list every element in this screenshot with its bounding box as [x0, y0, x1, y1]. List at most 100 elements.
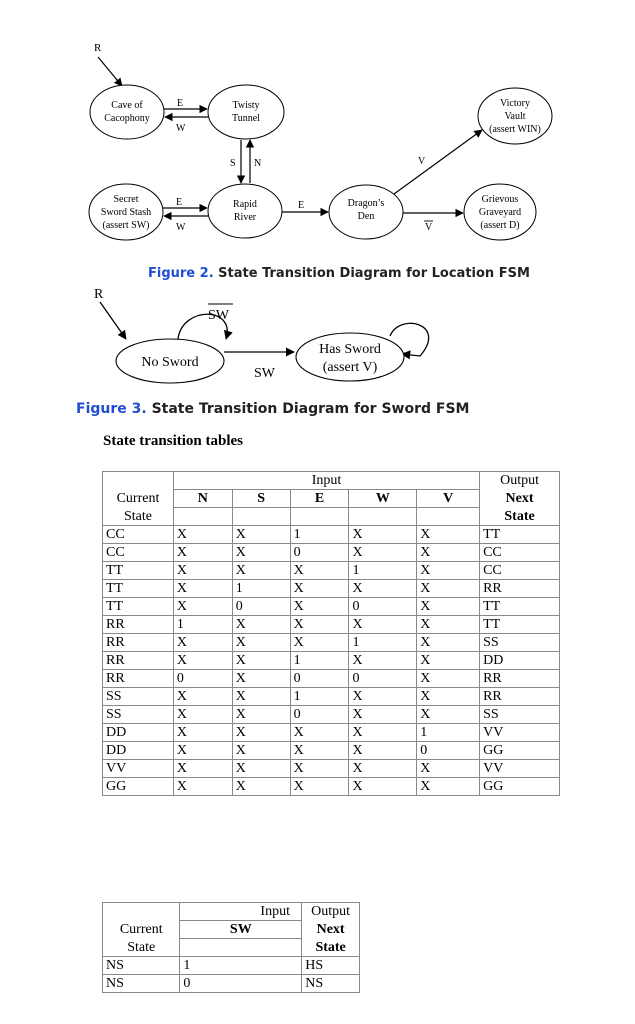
table-cell: X [231, 615, 291, 634]
table-header-row: State State [102, 507, 560, 526]
state-dragons-den: Dragon’s Den [328, 184, 404, 240]
edge-label-ss-rr: E [176, 197, 182, 208]
svg-text:Has Sword: Has Sword [319, 342, 381, 357]
edge-label-rr-ss: W [176, 222, 186, 233]
figure-3-title: State Transition Diagram for Sword FSM [151, 401, 470, 417]
table-cell: X [231, 759, 291, 778]
column-header-sw: SW [179, 920, 303, 939]
table-cell: X [289, 561, 350, 580]
table-header-row: Current N S E W V Next [102, 489, 560, 508]
sword-state-table: Input Output Current SW Next State State… [101, 902, 360, 993]
table-cell: X [416, 777, 481, 796]
reset-label: R [94, 42, 102, 54]
svg-text:Twisty: Twisty [232, 100, 259, 111]
figure-2-caption: Figure 2. State Transition Diagram for L… [148, 266, 530, 281]
table-cell: NS [101, 956, 181, 975]
table-cell: X [172, 633, 233, 652]
table-header-row: Input Output [101, 902, 360, 921]
table-cell: DD [479, 651, 560, 670]
sword-fsm-diagram: R SW No Sword SW Has Sword (assert V) [94, 287, 430, 384]
next-state-header: State [479, 507, 560, 526]
table-cell: 1 [289, 651, 350, 670]
table-cell: VV [479, 723, 560, 742]
table-cell: 0 [172, 669, 233, 688]
table-cell: X [172, 579, 233, 598]
table-cell: CC [479, 561, 560, 580]
table-cell: RR [102, 633, 174, 652]
table-cell: X [289, 633, 350, 652]
table-cell: RR [102, 669, 174, 688]
edge-label-dd-gg: V [425, 222, 433, 233]
edge-label-rr-tt: N [254, 158, 261, 169]
column-header-n: N [172, 489, 233, 508]
table-cell: X [289, 741, 350, 760]
next-state-header: State [301, 938, 360, 957]
next-state-header: Next [479, 489, 560, 508]
table-cell: X [172, 777, 233, 796]
svg-text:Grievous: Grievous [482, 194, 519, 205]
table-cell: 0 [289, 669, 350, 688]
svg-text:Victory: Victory [500, 98, 530, 109]
table-cell: X [231, 687, 291, 706]
table-header-row: Current SW Next [101, 920, 360, 939]
table-cell: 1 [289, 687, 350, 706]
edge-label-tt-rr: S [230, 158, 236, 169]
table-cell: RR [479, 579, 560, 598]
table-cell: SS [102, 705, 174, 724]
table-cell: TT [479, 525, 560, 544]
svg-text:Cacophony: Cacophony [104, 113, 150, 124]
table-cell: X [416, 543, 481, 562]
table-cell: 0 [348, 669, 418, 688]
column-header-e: E [289, 489, 350, 508]
table-cell: X [348, 705, 418, 724]
table-cell: CC [479, 543, 560, 562]
table-cell: X [348, 741, 418, 760]
svg-text:Vault: Vault [504, 111, 525, 122]
reset-label: R [94, 287, 104, 302]
table-cell: X [416, 597, 481, 616]
table-cell: X [231, 741, 291, 760]
self-loop-label: SW [208, 308, 230, 323]
current-state-header: Current [101, 920, 181, 939]
table-cell: X [231, 561, 291, 580]
svg-text:No Sword: No Sword [141, 355, 198, 370]
svg-text:Cave of: Cave of [111, 100, 143, 111]
state-has-sword: Has Sword (assert V) [295, 332, 405, 382]
output-header: Output [479, 471, 560, 490]
state-no-sword: No Sword [115, 338, 225, 384]
location-fsm-diagram: R Cave of Cacophony Twisty Tunnel Victor… [88, 42, 553, 241]
edge-label-tt-cc: W [176, 123, 186, 134]
table-cell: X [172, 687, 233, 706]
table-cell: 1 [172, 615, 233, 634]
location-state-table: Input Output Current N S E W V Next Stat… [102, 471, 560, 796]
table-cell: TT [102, 579, 174, 598]
table-cell: X [416, 669, 481, 688]
svg-text:Tunnel: Tunnel [232, 113, 260, 124]
table-cell: RR [479, 669, 560, 688]
table-cell: X [348, 759, 418, 778]
table-cell: X [416, 705, 481, 724]
table-cell: GG [479, 741, 560, 760]
table-cell: X [416, 633, 481, 652]
svg-text:(assert V): (assert V) [323, 360, 378, 375]
table-cell: 0 [348, 597, 418, 616]
next-state-header: Next [301, 920, 360, 939]
table-cell: X [172, 651, 233, 670]
table-cell: DD [102, 741, 174, 760]
reset-arrow [99, 301, 127, 340]
table-cell: X [289, 597, 350, 616]
table-cell: 0 [289, 705, 350, 724]
table-cell: HS [301, 956, 360, 975]
edge-label-rr-dd: E [298, 200, 304, 211]
table-cell: TT [102, 597, 174, 616]
table-cell: X [172, 597, 233, 616]
svg-text:Secret: Secret [114, 194, 139, 205]
